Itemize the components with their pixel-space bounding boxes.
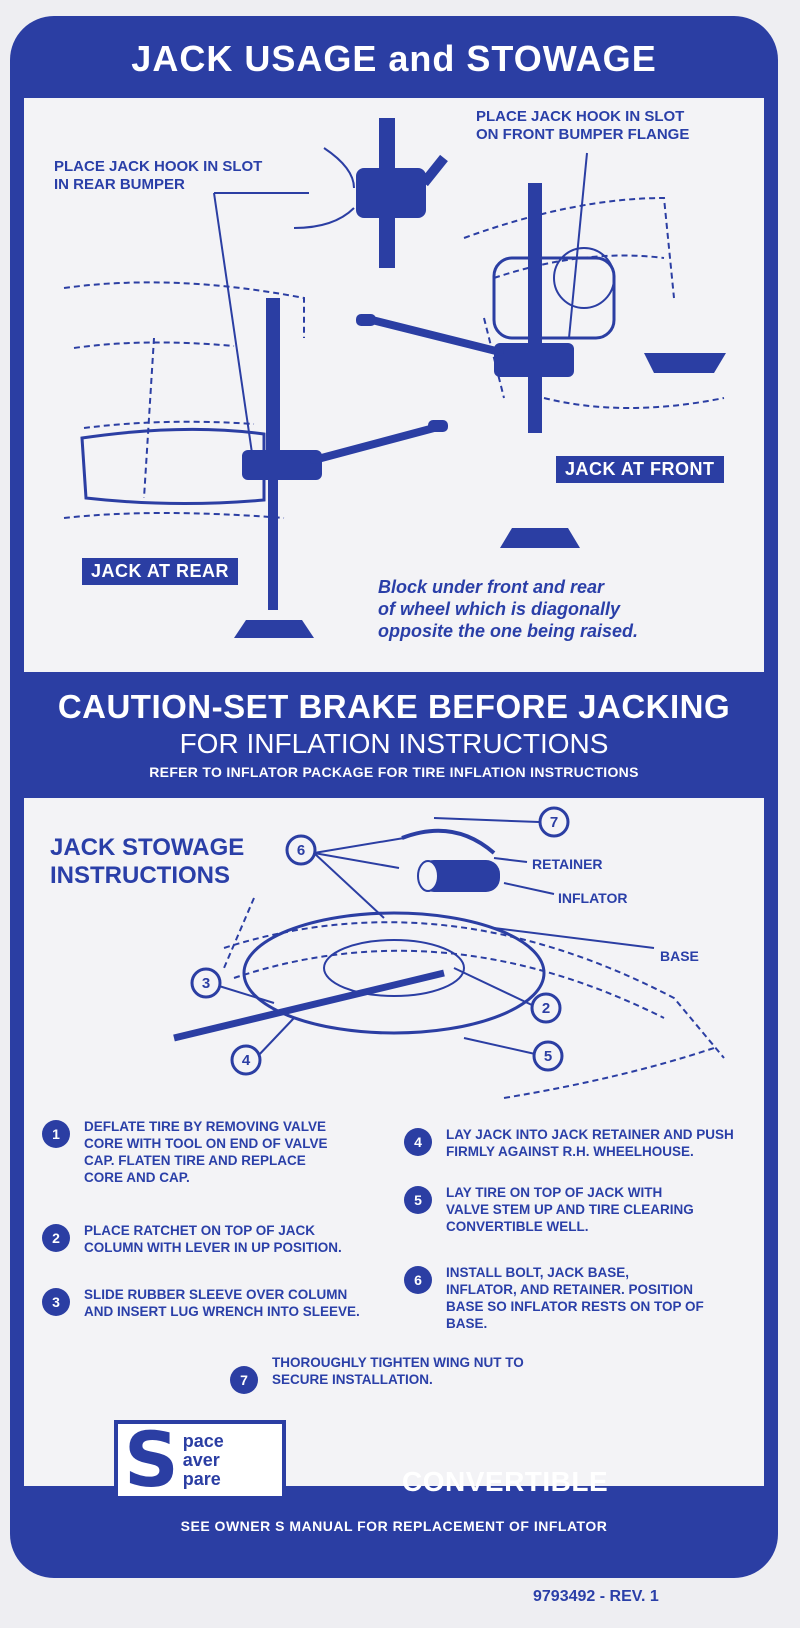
caution-band: CAUTION-SET BRAKE BEFORE JACKING FOR INF…	[10, 688, 778, 780]
step-number: 2	[42, 1224, 70, 1252]
inflation-heading: FOR INFLATION INSTRUCTIONS	[179, 728, 609, 759]
base-callout: BASE	[660, 948, 699, 964]
retainer-callout: RETAINER	[532, 856, 603, 872]
model-label: CONVERTIBLE	[402, 1466, 609, 1497]
step-number: 5	[404, 1186, 432, 1214]
jack-label-card: JACK USAGE and STOWAGE	[10, 16, 778, 1578]
step-number: 1	[42, 1120, 70, 1148]
stowage-diagram: 7 6 3 2 4 5	[173, 806, 725, 1099]
logo-letter: S	[124, 1415, 179, 1504]
page-title: JACK USAGE and STOWAGE	[131, 38, 657, 79]
diagram-number-4: 4	[242, 1052, 251, 1069]
inflator-note: SEE OWNER S MANUAL FOR REPLACEMENT OF IN…	[180, 1518, 608, 1534]
part-number: 9793492 - REV. 1	[533, 1588, 659, 1605]
jack-stowage-panel: JACK STOWAGE INSTRUCTIONS	[24, 798, 764, 1486]
stowage-title: JACK STOWAGE INSTRUCTIONS	[50, 834, 245, 889]
jack-usage-illustration	[63, 118, 726, 638]
jack-at-front-label: JACK AT FRONT	[556, 456, 724, 483]
caution-heading: CAUTION-SET BRAKE BEFORE JACKING	[57, 688, 731, 725]
diagram-number-7: 7	[550, 814, 558, 831]
step-6: 6 INSTALL BOLT, JACK BASE,INFLATOR, AND …	[404, 1264, 704, 1332]
front-hook-note: PLACE JACK HOOK IN SLOT ON FRONT BUMPER …	[476, 108, 690, 143]
step-number: 6	[404, 1266, 432, 1294]
diagram-number-5: 5	[544, 1048, 552, 1065]
inflation-reference: REFER TO INFLATOR PACKAGE FOR TIRE INFLA…	[149, 764, 639, 780]
space-saver-spare-logo: S pace aver pare	[114, 1420, 286, 1500]
diagram-number-6: 6	[297, 842, 305, 859]
step-number: 4	[404, 1128, 432, 1156]
diagram-number-3: 3	[202, 975, 210, 992]
step-text: INSTALL BOLT, JACK BASE,INFLATOR, AND RE…	[446, 1265, 704, 1331]
diagram-number-2: 2	[542, 1000, 550, 1017]
step-number: 3	[42, 1288, 70, 1316]
jack-at-rear-label: JACK AT REAR	[82, 558, 239, 585]
inflator-callout: INFLATOR	[558, 890, 628, 906]
logo-words: pace aver pare	[182, 1430, 224, 1489]
step-number: 7	[230, 1366, 258, 1394]
block-wheel-note: Block under front and rear of wheel whic…	[378, 577, 639, 641]
jack-usage-panel: PLACE JACK HOOK IN SLOT IN REAR BUMPER P…	[24, 98, 764, 672]
rear-hook-note: PLACE JACK HOOK IN SLOT IN REAR BUMPER	[54, 158, 263, 193]
